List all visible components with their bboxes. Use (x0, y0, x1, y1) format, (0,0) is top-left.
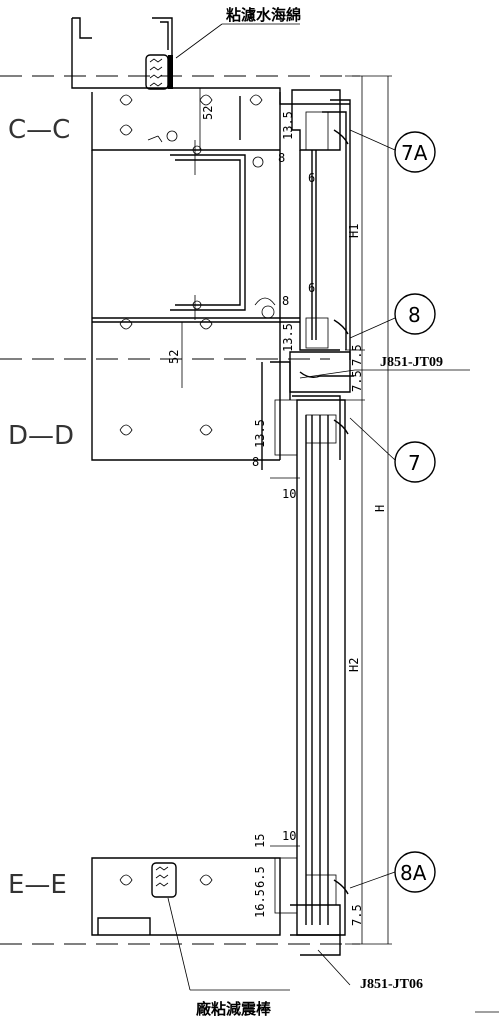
dim-13-5-a: 13.5 (281, 111, 295, 140)
label-code-mid: J851-JT09 (380, 355, 443, 370)
dim-6-a: 6 (308, 171, 315, 185)
upper-sash (291, 89, 351, 360)
dim-6-b: 6 (308, 281, 315, 295)
dim-10-a: 10 (282, 487, 296, 501)
sill-profile (91, 857, 341, 956)
leader-bottom-material: 廠粘減震棒 (167, 897, 290, 1018)
dim-10-b: 10 (282, 829, 296, 843)
callout-8a: 8A (349, 851, 436, 893)
leader-code-mid: J851-JT09 (299, 355, 470, 379)
dim-13-5-c: 13.5 (253, 419, 267, 448)
leader-top-material: 粘濾水海綿 (175, 6, 301, 59)
section-label-c: C—C (8, 115, 70, 145)
dim-7-5-c: 7.5 (350, 904, 364, 926)
overall-dimensions: H1 H H2 (345, 75, 392, 945)
transom-bracket (91, 130, 300, 461)
callout-7: 7 (349, 417, 436, 483)
leader-code-bottom: J851-JT06 (317, 949, 423, 992)
dim-7-5-a: 7.5 (350, 344, 364, 366)
label-top-material: 粘濾水海綿 (226, 6, 301, 24)
dim-8-a: 8 (278, 151, 285, 165)
dim-13-5-b: 13.5 (281, 323, 295, 352)
dim-h2: H2 (347, 658, 361, 672)
dim-6-5: 6.5 (253, 866, 267, 888)
section-label-e: E—E (8, 870, 67, 900)
dim-h: H (373, 505, 387, 512)
label-code-bottom: J851-JT06 (360, 977, 423, 992)
dim-16-5: 16.5 (253, 889, 267, 918)
callout-7a: 7A (349, 129, 436, 173)
section-label-d: D—D (8, 421, 74, 451)
dim-8-c: 8 (252, 455, 259, 469)
detail-dimensions: 52 13.5 8 6 8 6 13.5 52 7.5 7.5 13.5 8 1… (167, 88, 364, 926)
dim-15: 15 (253, 834, 267, 848)
label-bottom-material: 廠粘減震棒 (196, 1000, 272, 1018)
svg-text:8A: 8A (400, 861, 427, 885)
dim-7-5-b: 7.5 (350, 370, 364, 392)
dim-8-b: 8 (282, 294, 289, 308)
callout-8: 8 (349, 293, 436, 339)
svg-text:7: 7 (408, 451, 421, 475)
mid-frame (261, 351, 354, 470)
svg-text:7A: 7A (401, 141, 428, 165)
dim-52-mid: 52 (167, 350, 181, 364)
head-profile (71, 17, 350, 151)
svg-text:8: 8 (408, 303, 421, 327)
dim-h1: H1 (347, 224, 361, 238)
dim-52-top: 52 (201, 106, 215, 120)
lower-sash (274, 399, 349, 936)
